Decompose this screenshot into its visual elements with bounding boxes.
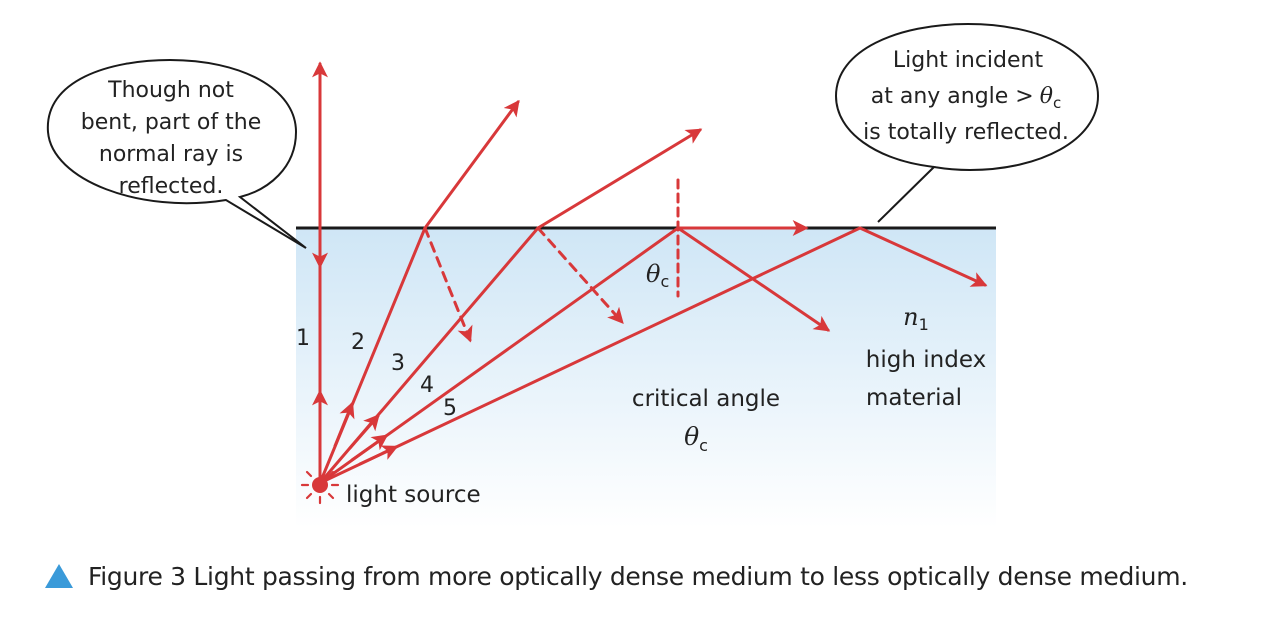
ray-5-reflected	[858, 226, 988, 287]
ray-3-arrow	[348, 413, 380, 450]
light-source-icon	[300, 465, 340, 505]
speech-bubble-left: Though not bent, part of the normal ray …	[46, 58, 307, 249]
ray-label-5: 5	[443, 396, 457, 421]
bubble-left-line4: reflected.	[119, 174, 224, 199]
dense-medium	[296, 228, 996, 528]
theta-symbol: θ	[684, 422, 699, 451]
bubble-right-line2-text: at any angle >	[871, 84, 1034, 109]
critical-angle-marker: θc	[646, 260, 669, 291]
theta-subscript: c	[1053, 94, 1061, 112]
bubble-right-line2: at any angle >θc	[871, 84, 1062, 112]
ray-label-2: 2	[351, 330, 365, 355]
ray-5-arrow	[358, 445, 399, 466]
ray-2-reflected	[423, 226, 473, 343]
ray-4-arrow	[350, 434, 389, 462]
speech-bubble-right: Light incident at any angle >θc is total…	[834, 22, 1100, 223]
medium-label-line2: material	[866, 385, 962, 411]
bubble-left-line3: normal ray is	[99, 142, 243, 167]
bubble-right-line3: is totally reflected.	[863, 120, 1069, 145]
light-source-label: light source	[346, 482, 481, 508]
ray-label-4: 4	[420, 373, 434, 398]
critical-angle-label: critical angle	[632, 386, 780, 412]
ray-2-refracted	[423, 99, 520, 230]
ray-2-arrow	[333, 401, 355, 448]
bubble-left-line1: Though not	[107, 78, 234, 103]
ray-label-3: 3	[391, 351, 405, 376]
caption-text: Figure 3 Light passing from more optical…	[88, 561, 1188, 591]
refractive-index-label: n1	[903, 303, 929, 334]
theta-symbol: θ	[1040, 84, 1053, 109]
bubble-left-line2: bent, part of the	[81, 110, 261, 135]
caption-triangle-icon	[45, 564, 73, 588]
ray-label-1: 1	[296, 326, 310, 351]
theta-subscript: c	[699, 436, 708, 455]
medium-label-line1: high index	[866, 347, 986, 373]
theta-subscript: c	[660, 272, 669, 291]
figure-caption: Figure 3 Light passing from more optical…	[44, 556, 1188, 596]
bubble-right-line1: Light incident	[893, 48, 1044, 73]
ray-3-refracted	[536, 128, 703, 230]
ray-5-incident	[318, 226, 862, 485]
ray-3-reflected	[536, 226, 624, 324]
index-symbol: n	[903, 303, 918, 331]
index-subscript: 1	[919, 315, 929, 334]
theta-symbol: θ	[646, 260, 661, 288]
total-internal-reflection-diagram: light source 1 2 3 4 5 θc critical angle…	[46, 22, 1100, 528]
critical-angle-symbol: θc	[684, 422, 708, 455]
